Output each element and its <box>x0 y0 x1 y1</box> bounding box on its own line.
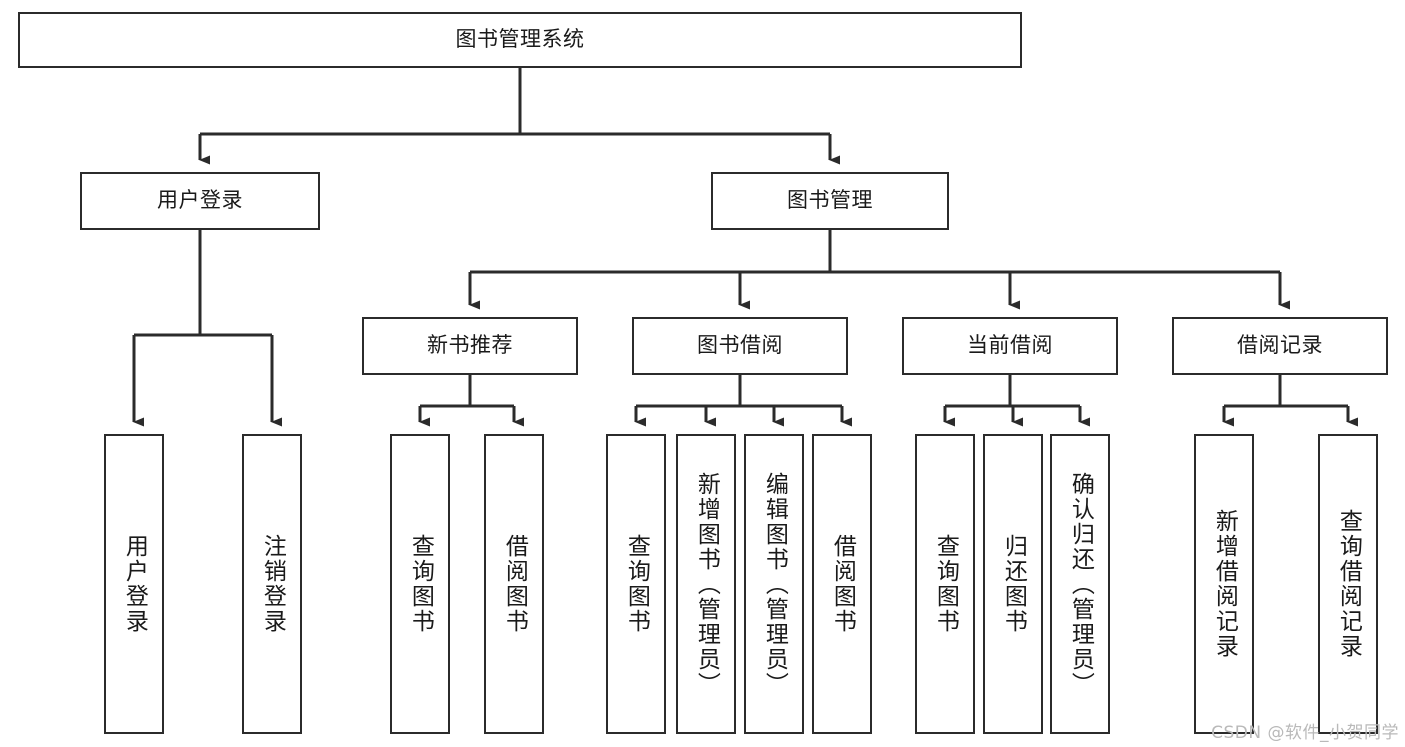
node-leaf-add-book-label: 新增图书（管理员） <box>693 471 720 697</box>
node-leaf-user-login-label: 用户登录 <box>121 534 148 634</box>
node-leaf-borrow-book-2[interactable]: 借阅图书 <box>812 434 872 734</box>
node-leaf-query-book-1[interactable]: 查询图书 <box>390 434 450 734</box>
node-leaf-return-book[interactable]: 归还图书 <box>983 434 1043 734</box>
node-leaf-user-logout[interactable]: 注销登录 <box>242 434 302 734</box>
node-new-book-recommend-label: 新书推荐 <box>427 333 513 358</box>
node-leaf-query-book-1-label: 查询图书 <box>407 534 434 634</box>
node-root[interactable]: 图书管理系统 <box>18 12 1022 68</box>
node-leaf-return-book-label: 归还图书 <box>1000 534 1027 634</box>
node-book-manage[interactable]: 图书管理 <box>711 172 949 230</box>
node-leaf-add-book[interactable]: 新增图书（管理员） <box>676 434 736 734</box>
node-current-borrow-label: 当前借阅 <box>967 333 1053 358</box>
node-new-book-recommend[interactable]: 新书推荐 <box>362 317 578 375</box>
node-book-manage-label: 图书管理 <box>787 188 873 213</box>
node-current-borrow[interactable]: 当前借阅 <box>902 317 1118 375</box>
node-root-label: 图书管理系统 <box>455 27 585 52</box>
node-book-borrow[interactable]: 图书借阅 <box>632 317 848 375</box>
node-leaf-query-book-2-label: 查询图书 <box>623 534 650 634</box>
node-leaf-borrow-book-2-label: 借阅图书 <box>829 534 856 634</box>
node-leaf-query-record-label: 查询借阅记录 <box>1335 509 1362 659</box>
node-leaf-query-book-2[interactable]: 查询图书 <box>606 434 666 734</box>
node-borrow-record[interactable]: 借阅记录 <box>1172 317 1388 375</box>
node-leaf-edit-book-label: 编辑图书（管理员） <box>761 471 788 697</box>
node-leaf-edit-book[interactable]: 编辑图书（管理员） <box>744 434 804 734</box>
node-leaf-add-record[interactable]: 新增借阅记录 <box>1194 434 1254 734</box>
node-leaf-borrow-book-1[interactable]: 借阅图书 <box>484 434 544 734</box>
node-leaf-add-record-label: 新增借阅记录 <box>1211 509 1238 659</box>
node-leaf-query-book-3[interactable]: 查询图书 <box>915 434 975 734</box>
node-leaf-user-login[interactable]: 用户登录 <box>104 434 164 734</box>
node-user-login[interactable]: 用户登录 <box>80 172 320 230</box>
node-leaf-query-book-3-label: 查询图书 <box>932 534 959 634</box>
node-leaf-confirm-return[interactable]: 确认归还（管理员） <box>1050 434 1110 734</box>
node-user-login-label: 用户登录 <box>157 188 243 213</box>
node-leaf-borrow-book-1-label: 借阅图书 <box>501 534 528 634</box>
node-leaf-query-record[interactable]: 查询借阅记录 <box>1318 434 1378 734</box>
node-book-borrow-label: 图书借阅 <box>697 333 783 358</box>
node-leaf-user-logout-label: 注销登录 <box>259 534 286 634</box>
node-borrow-record-label: 借阅记录 <box>1237 333 1323 358</box>
node-leaf-confirm-return-label: 确认归还（管理员） <box>1067 471 1094 697</box>
